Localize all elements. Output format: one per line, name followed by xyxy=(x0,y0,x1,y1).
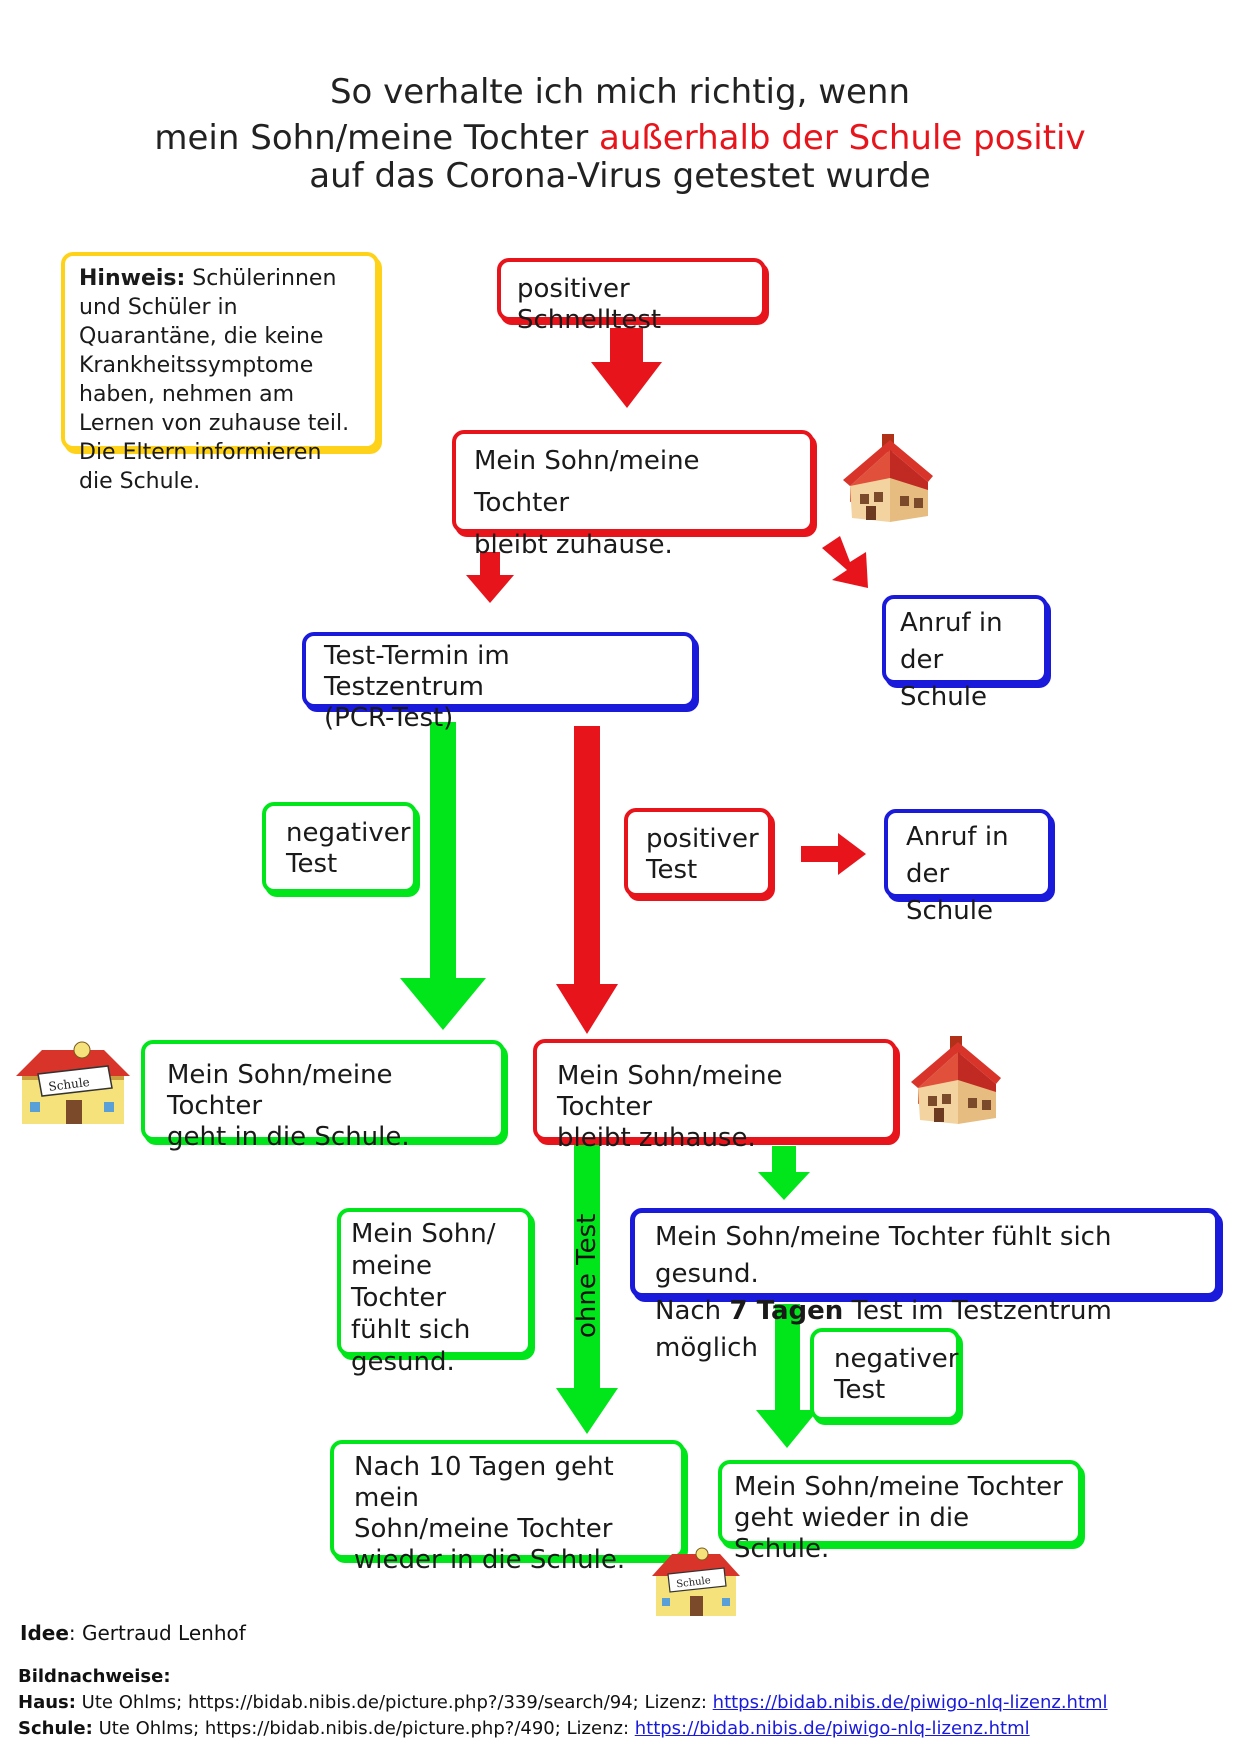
title-line-2-a: mein Sohn/meine Tochter xyxy=(154,118,599,158)
footer-idee: Idee: Gertraud Lenhof xyxy=(20,1620,246,1646)
zehn-line2: Sohn/meine Tochter xyxy=(354,1514,613,1544)
schule-license-link[interactable]: https://bidab.nibis.de/piwigo-nlq-lizenz… xyxy=(634,1718,1030,1739)
idee-label: Idee xyxy=(20,1621,69,1645)
node-wieder-schule: Mein Sohn/meine Tochter geht wieder in d… xyxy=(718,1460,1082,1564)
gesund-line1: Mein Sohn/ xyxy=(351,1219,496,1249)
gesund-line4: gesund. xyxy=(351,1347,455,1377)
gesund-line2: meine Tochter xyxy=(351,1251,447,1313)
haus-label: Haus: xyxy=(18,1692,76,1713)
node-sieben-tage: Mein Sohn/meine Tochter fühlt sich gesun… xyxy=(630,1208,1220,1363)
schule1-line2: geht in die Schule. xyxy=(167,1122,410,1152)
haus-text: Ute Ohlms; https://bidab.nibis.de/pictur… xyxy=(75,1692,713,1713)
schule1-line1: Mein Sohn/meine Tochter xyxy=(167,1060,393,1121)
sieben-line2: Nach 7 Tagen Test im Testzentrum möglich xyxy=(655,1293,1195,1367)
node-fuehlt-sich-gesund: Mein Sohn/ meine Tochter fühlt sich gesu… xyxy=(337,1208,532,1377)
arrow-green-2 xyxy=(758,1146,810,1200)
school-icon-2: Schule xyxy=(652,1547,740,1616)
bildnachweise-label: Bildnachweise: xyxy=(18,1666,171,1687)
hinweis-label: Hinweis: xyxy=(79,266,186,291)
schule-text: Ute Ohlms; https://bidab.nibis.de/pictur… xyxy=(92,1718,635,1739)
zuhause1-line1: Mein Sohn/meine Tochter xyxy=(474,446,700,518)
pcr-line1: Test-Termin im Testzentrum xyxy=(324,641,510,702)
school-sign-text-1: Schule xyxy=(48,1075,91,1094)
schule-label: Schule: xyxy=(18,1718,93,1739)
positiv-line1: positiver xyxy=(646,824,759,854)
node-schnelltest: positiver Schnelltest xyxy=(497,258,766,335)
sieben-line1: Mein Sohn/meine Tochter fühlt sich gesun… xyxy=(655,1222,1112,1289)
zuhause2-line1: Mein Sohn/meine Tochter xyxy=(557,1061,783,1122)
arrow-red-right xyxy=(801,833,866,875)
arrow-red-diag xyxy=(822,536,868,588)
node-zehn-tage: Nach 10 Tagen geht mein Sohn/meine Tocht… xyxy=(330,1440,685,1575)
hinweis-text: Schülerinnen und Schüler in Quarantäne, … xyxy=(79,266,350,494)
arrow-green-1 xyxy=(400,722,486,1030)
negativ1-line2: Test xyxy=(286,849,338,879)
negativ2-line2: Test xyxy=(834,1375,886,1405)
arrow-red-2 xyxy=(466,552,514,603)
hinweis-box: Hinweis: Schülerinnen und Schüler in Qua… xyxy=(61,252,379,494)
node-pcr-test: Test-Termin im Testzentrum (PCR-Test) xyxy=(302,632,696,733)
school-sign-text-2: Schule xyxy=(676,1575,712,1590)
gesund-line3: fühlt sich xyxy=(351,1315,471,1345)
idee-text: : Gertraud Lenhof xyxy=(68,1621,246,1645)
title-line-2: mein Sohn/meine Tochter außerhalb der Sc… xyxy=(0,118,1240,158)
house-icon-2 xyxy=(911,1036,1001,1124)
haus-license-link[interactable]: https://bidab.nibis.de/piwigo-nlq-lizenz… xyxy=(712,1692,1108,1713)
arrow-red-3 xyxy=(556,726,618,1034)
zuhause1-line2: bleibt zuhause. xyxy=(474,530,673,560)
arrow-green-3 xyxy=(756,1304,818,1448)
anruf2-line1: Anruf in xyxy=(906,822,1009,852)
node-positiver-test: positiver Test xyxy=(624,808,772,897)
title-line-2-highlight: außerhalb der Schule positiv xyxy=(599,118,1086,158)
zehn-line3: wieder in die Schule. xyxy=(354,1545,626,1575)
node-negativer-test-1: negativer Test xyxy=(262,802,417,893)
node-schule-1: Mein Sohn/meine Tochter geht in die Schu… xyxy=(141,1040,505,1152)
footer-bildnachweise: Bildnachweise: Haus: Ute Ohlms; https://… xyxy=(18,1664,1108,1742)
pcr-line2: (PCR-Test) xyxy=(324,703,454,733)
anruf1-line2: der Schule xyxy=(900,645,987,712)
sieben-line2-a: Nach xyxy=(655,1296,730,1326)
node-zuhause-2: Mein Sohn/meine Tochter bleibt zuhause. xyxy=(533,1039,897,1153)
negativ2-line1: negativer xyxy=(834,1344,959,1374)
school-icon-1: Schule xyxy=(16,1041,130,1124)
node-anruf-1: Anruf in der Schule xyxy=(882,595,1048,712)
title-line-3: auf das Corona-Virus getestet wurde xyxy=(309,156,931,196)
zehn-line1: Nach 10 Tagen geht mein xyxy=(354,1452,614,1513)
anruf2-line2: der Schule xyxy=(906,859,993,926)
node-zuhause-1: Mein Sohn/meine Tochter bleibt zuhause. xyxy=(452,430,814,560)
schnelltest-label: positiver Schnelltest xyxy=(517,274,662,335)
wieder-line1: Mein Sohn/meine Tochter xyxy=(734,1472,1063,1502)
wieder-line2: geht wieder in die Schule. xyxy=(734,1503,970,1564)
negativ1-line1: negativer xyxy=(286,818,411,848)
house-icon-1 xyxy=(843,434,933,522)
arrow-green-ohne-test xyxy=(556,1145,618,1434)
node-anruf-2: Anruf in der Schule xyxy=(884,809,1052,926)
anruf1-line1: Anruf in xyxy=(900,608,1003,638)
positiv-line2: Test xyxy=(646,855,698,885)
zuhause2-line2: bleibt zuhause. xyxy=(557,1123,756,1153)
sieben-line2-c: Test im Testzentrum möglich xyxy=(655,1296,1112,1363)
sieben-line2-bold: 7 Tagen xyxy=(729,1296,844,1326)
title-line-1: So verhalte ich mich richtig, wenn xyxy=(329,72,911,112)
node-negativer-test-2: negativer Test xyxy=(810,1328,960,1421)
arrow-red-1 xyxy=(591,328,662,408)
ohne-test-label: ohne Test xyxy=(572,1213,602,1338)
